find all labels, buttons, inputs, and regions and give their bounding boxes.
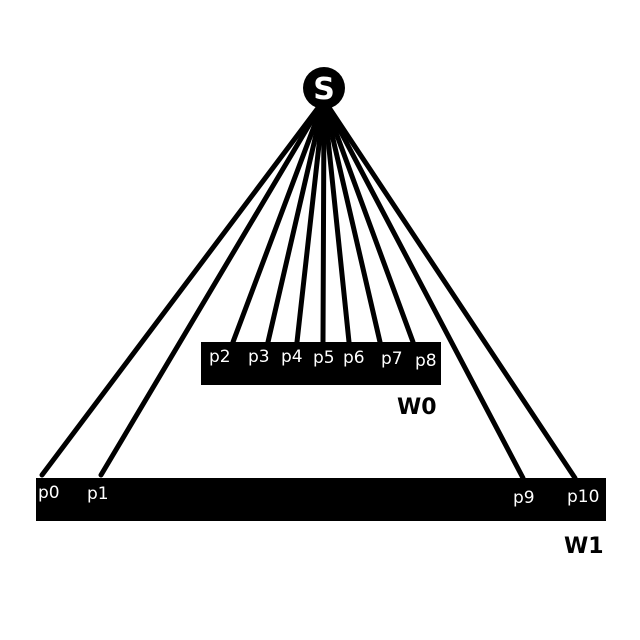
rays-group xyxy=(39,97,578,481)
point-label-p0: p0 xyxy=(38,483,60,503)
point-label-p7: p7 xyxy=(381,349,403,369)
source-label: S xyxy=(313,72,335,107)
ray-to-p8 xyxy=(321,97,416,345)
wall-label-w1: W1 xyxy=(564,534,604,559)
source-circle xyxy=(303,67,345,109)
point-label-p10: p10 xyxy=(567,487,599,507)
wall-w1-bar xyxy=(36,478,606,521)
wall-w0-bar xyxy=(201,342,441,385)
ray-to-p5 xyxy=(320,97,327,345)
point-label-p1: p1 xyxy=(87,484,109,504)
point-label-p6: p6 xyxy=(343,348,365,368)
ray-to-p2 xyxy=(230,97,327,345)
ray-to-p9 xyxy=(321,97,526,481)
point-label-p2: p2 xyxy=(209,347,231,367)
ray-to-p7 xyxy=(321,97,383,345)
ray-to-p3 xyxy=(265,97,327,345)
ray-to-p10 xyxy=(321,97,578,481)
point-label-p5: p5 xyxy=(313,348,335,368)
ray-to-p6 xyxy=(321,97,352,345)
point-label-p8: p8 xyxy=(415,351,437,371)
point-label-p9: p9 xyxy=(513,488,535,508)
ray-to-p1 xyxy=(98,97,327,478)
point-label-p4: p4 xyxy=(281,347,303,367)
point-label-p3: p3 xyxy=(248,347,270,367)
wall-label-w0: W0 xyxy=(397,395,437,420)
ray-to-p4 xyxy=(294,97,327,345)
ray-to-p0 xyxy=(39,97,327,478)
